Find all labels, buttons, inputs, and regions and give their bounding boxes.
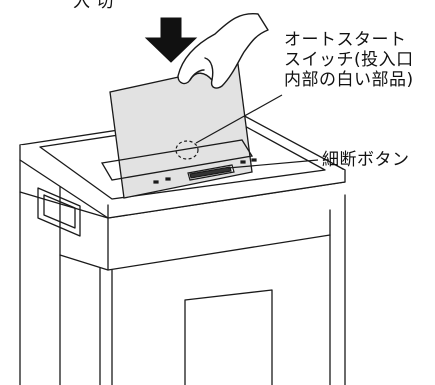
control-panel bbox=[153, 158, 257, 184]
side-handle bbox=[37, 187, 81, 237]
shred-button-label: 細断ボタン bbox=[322, 150, 410, 170]
auto-start-label-line1: オートスタート bbox=[284, 30, 407, 50]
insertion-slot bbox=[100, 139, 254, 181]
shred-button-leader-line bbox=[227, 159, 319, 169]
down-arrow-icon bbox=[144, 17, 198, 63]
auto-start-switch-marker bbox=[175, 140, 199, 160]
bin-window bbox=[184, 289, 273, 385]
auto-start-leader-line bbox=[195, 94, 283, 144]
auto-start-label-line3: 内部の白い部品) bbox=[284, 70, 414, 90]
power-label: 入 切 bbox=[73, 0, 114, 12]
hand-icon bbox=[177, 13, 269, 89]
auto-start-label-line2: スイッチ(投入口 bbox=[284, 50, 414, 70]
